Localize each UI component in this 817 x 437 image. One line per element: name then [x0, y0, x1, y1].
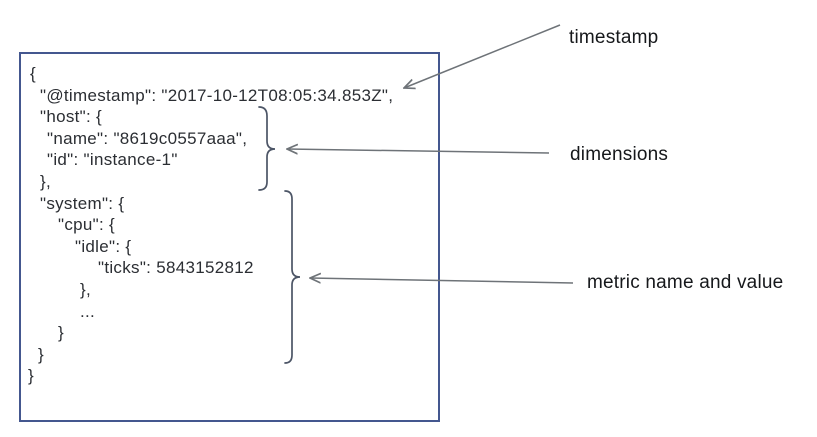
metric-name-value-label: metric name and value: [587, 272, 784, 293]
code-line-ellipsis: ...: [80, 301, 96, 321]
code-line: },: [80, 279, 92, 299]
code-line: }: [38, 344, 44, 364]
code-line: },: [40, 171, 52, 191]
code-line-system: "system": {: [40, 193, 125, 213]
json-code-block: { "@timestamp": "2017-10-12T08:05:34.853…: [21, 54, 438, 387]
code-line: {: [30, 64, 36, 83]
code-line: }: [28, 366, 34, 386]
code-line-timestamp: "@timestamp": "2017-10-12T08:05:34.853Z"…: [40, 85, 394, 105]
code-line-host-name: "name": "8619c0557aaa",: [47, 128, 248, 148]
code-line-cpu: "cpu": {: [58, 215, 116, 235]
timestamp-label: timestamp: [569, 27, 659, 48]
code-line-host: "host": {: [40, 107, 103, 127]
code-line-ticks: "ticks": 5843152812: [98, 258, 254, 278]
dimensions-label: dimensions: [570, 144, 669, 165]
code-line: }: [58, 323, 64, 343]
code-line-host-id: "id": "instance-1": [47, 150, 178, 170]
json-document-box: { "@timestamp": "2017-10-12T08:05:34.853…: [19, 52, 440, 422]
code-line-idle: "idle": {: [75, 236, 132, 256]
